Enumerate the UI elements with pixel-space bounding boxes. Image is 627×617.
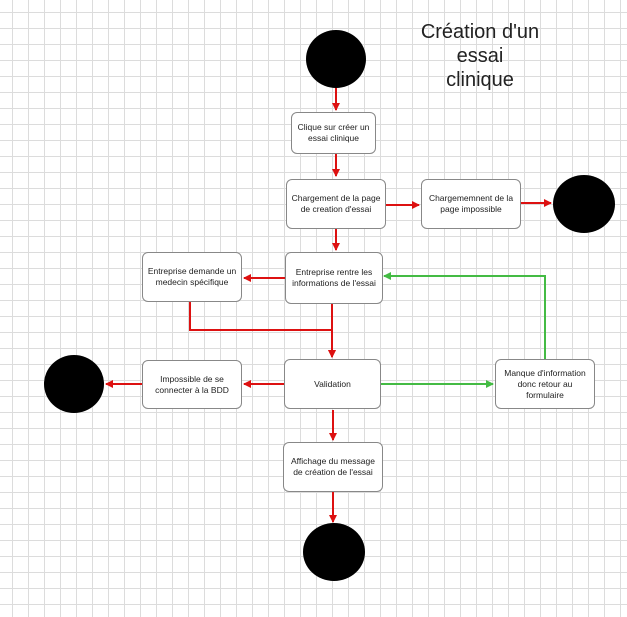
node-manque-information-label: Manque d'information donc retour au form… (504, 367, 586, 400)
edge-manque-to-entreprise (383, 272, 546, 359)
node-chargement-impossible: Chargememnent de la page impossible (421, 179, 521, 229)
end-node-final (303, 523, 365, 581)
node-manque-information: Manque d'information donc retour au form… (495, 359, 595, 409)
node-chargement-impossible-label: Chargememnent de la page impossible (428, 193, 514, 214)
node-impossible-bdd: Impossible de se connecter à la BDD (142, 360, 242, 409)
node-entreprise-rentre-label: Entreprise rentre les informations de l'… (292, 267, 376, 288)
node-clique-creer-label: Clique sur créer un essai clinique (297, 122, 370, 143)
node-entreprise-demande-label: Entreprise demande un medecin spécifique (147, 266, 237, 287)
node-entreprise-demande: Entreprise demande un medecin spécifique (142, 252, 242, 302)
node-entreprise-rentre: Entreprise rentre les informations de l'… (285, 252, 383, 304)
node-chargement-page: Chargement de la page de creation d'essa… (286, 179, 386, 229)
node-clique-creer: Clique sur créer un essai clinique (291, 112, 376, 154)
start-node (306, 30, 366, 88)
end-node-chargement (553, 175, 615, 233)
node-affichage-message-label: Affichage du message de création de l'es… (291, 456, 375, 477)
node-chargement-page-label: Chargement de la page de creation d'essa… (291, 193, 381, 214)
node-affichage-message: Affichage du message de création de l'es… (283, 442, 383, 492)
node-impossible-bdd-label: Impossible de se connecter à la BDD (155, 373, 229, 395)
node-validation-label: Validation (314, 378, 351, 389)
diagram-title: Création d'un essai clinique (420, 21, 540, 91)
edge-demande-to-validation (189, 302, 336, 358)
end-node-bdd (44, 355, 104, 413)
node-validation: Validation (284, 359, 381, 409)
